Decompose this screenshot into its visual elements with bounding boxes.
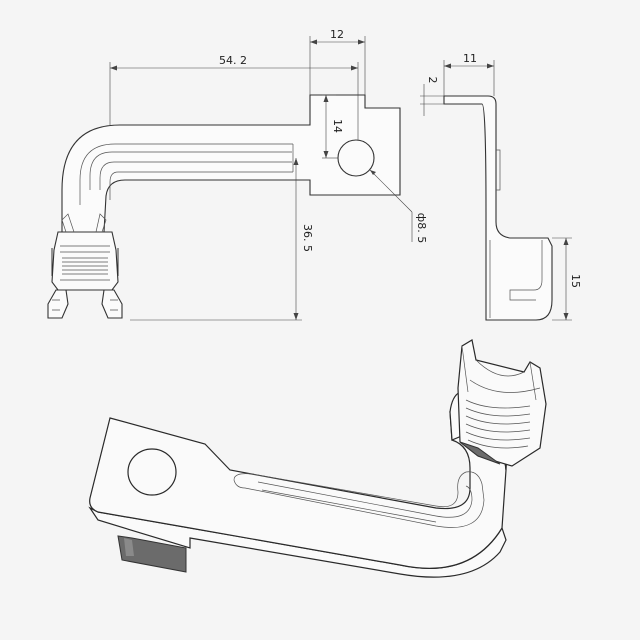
iso-slot-outer [233,471,485,528]
dim-side-width-label: 11 [463,52,477,65]
isometric-view [88,339,547,578]
side-view-emboss [496,149,501,191]
iso-hole [127,448,177,496]
front-view: 54. 2 12 14 36. 5 ф8. 5 [47,28,428,321]
front-view-outline [61,94,401,233]
front-view-insulation-crimp [47,289,123,319]
side-view-dimensions [420,60,572,321]
dim-tab-width-label: 12 [330,28,344,41]
front-view-dimensions [109,36,413,321]
front-view-hole [337,139,375,177]
front-view-slot [89,151,292,190]
front-view-slot-outer [79,143,293,205]
side-view-outline [443,95,553,321]
iso-bottom-tab [117,535,187,573]
front-view-crimp-barrel [51,213,119,291]
iso-body [89,411,507,569]
dim-thickness-label: 2 [426,77,439,84]
side-view-crimp [509,240,543,301]
side-view: 11 2 15 [420,52,582,321]
iso-slot-inner [257,481,473,523]
dim-length-label: 54. 2 [219,54,247,67]
dim-hole-diameter-label: ф8. 5 [415,213,428,243]
dim-hole-offset-label: 14 [331,119,344,133]
iso-crimp-barrel [457,339,547,467]
dim-side-height-label: 15 [569,274,582,288]
dim-height-label: 36. 5 [301,224,314,252]
